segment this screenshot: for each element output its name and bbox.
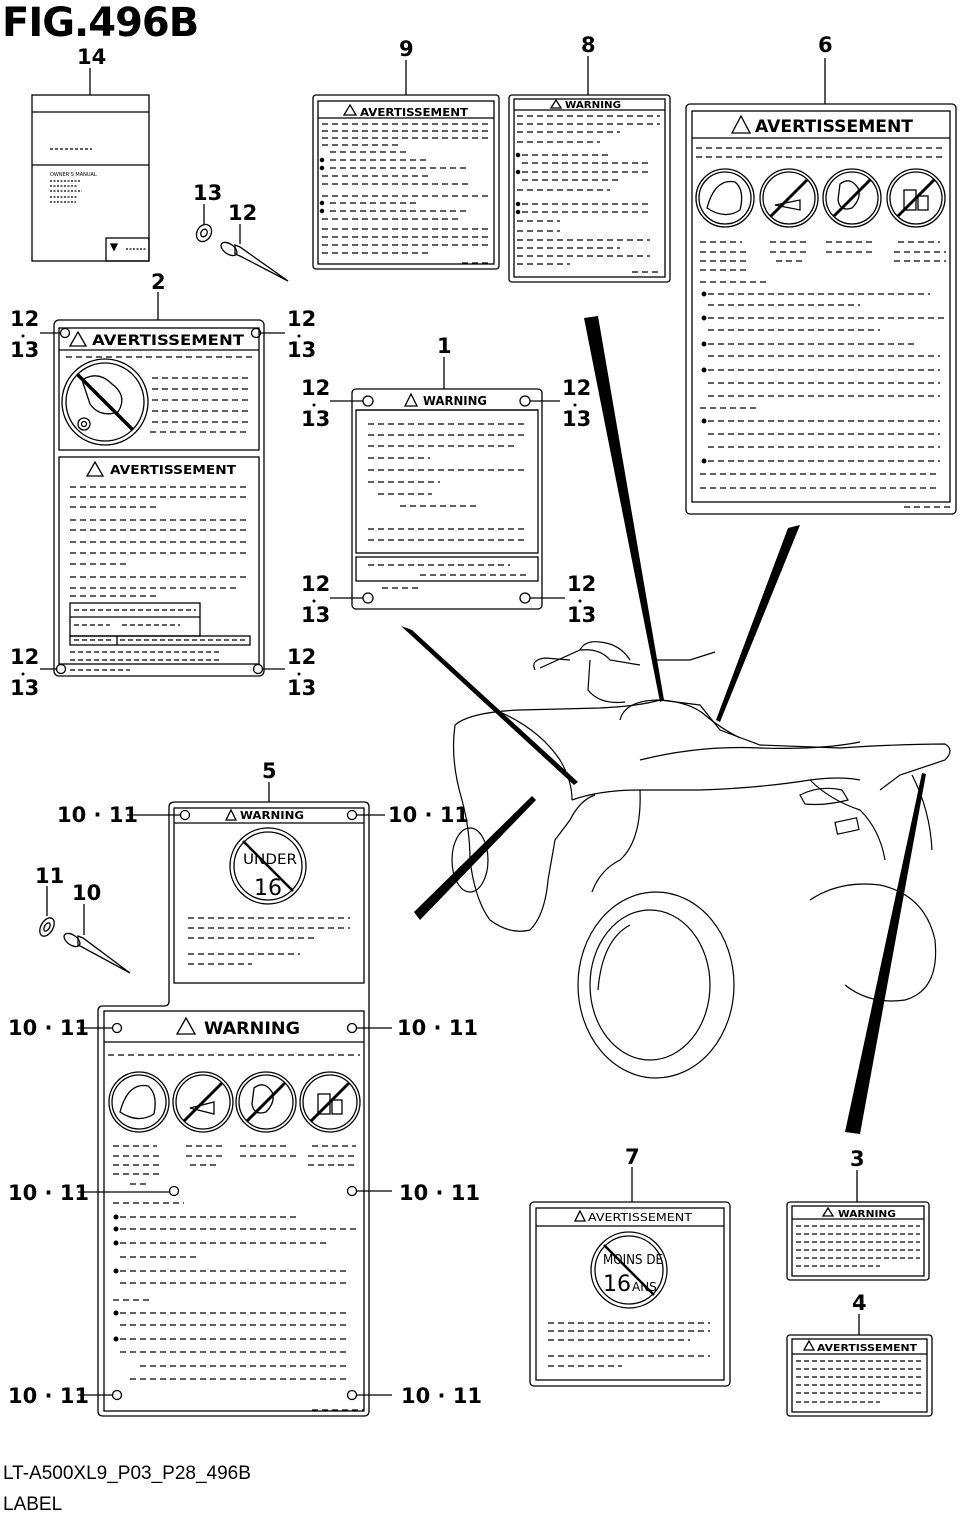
callout-13-b: 13	[287, 338, 316, 362]
label-4-heading: AVERTISSEMENT	[817, 1343, 917, 1354]
callout-12-b: 12	[287, 307, 316, 331]
callout-12-f: 12	[562, 376, 591, 400]
callout-8: 8	[581, 33, 596, 57]
callout-5: 5	[262, 759, 277, 783]
under-text: UNDER	[243, 852, 297, 868]
figure-title: FIG.496B	[2, 0, 199, 46]
callout-13-a: 13	[10, 338, 39, 362]
callout-13-c: 13	[10, 676, 39, 700]
callout-11: 11	[35, 864, 64, 888]
callout-12-h: 12	[567, 572, 596, 596]
callouts: 14 13 12 9 8 6 2 1 5 11 10 7 3 4 12 13 1…	[8, 33, 867, 1408]
callout-13-e: 13	[301, 407, 330, 431]
callout-12-g: 12	[301, 572, 330, 596]
ans-text: ANS	[632, 1280, 657, 1294]
callout-13-d: 13	[287, 676, 316, 700]
moins-de-text: MOINS DE	[603, 1253, 663, 1268]
callout-6: 6	[818, 33, 833, 57]
label-5	[78, 782, 392, 1417]
label-4	[786, 1314, 933, 1417]
callout-separator-dots	[21, 334, 582, 676]
callout-10: 10	[72, 881, 101, 905]
rivet-and-washer-12-13	[195, 204, 289, 282]
label-7-heading: AVERTISSEMENT	[588, 1211, 692, 1224]
callout-13-f: 13	[562, 407, 591, 431]
callout-1: 1	[437, 334, 452, 358]
callout-4: 4	[852, 1291, 867, 1315]
callout-10-11-d: 10 · 11	[397, 1016, 478, 1040]
callout-9: 9	[399, 37, 414, 61]
callout-13-g: 13	[301, 603, 330, 627]
atv-outline	[451, 641, 951, 1079]
owners-manual-text: OWNER'S MANUAL	[50, 172, 97, 178]
label-9-heading: AVERTISSEMENT	[360, 106, 469, 119]
callout-10-11-f: 10 · 11	[399, 1181, 480, 1205]
callout-10-11-h: 10 · 11	[401, 1384, 482, 1408]
callout-2: 2	[151, 270, 166, 294]
label-5-top-heading: WARNING	[240, 809, 304, 822]
callout-3: 3	[850, 1147, 865, 1171]
rivet-and-washer-10-11	[39, 886, 131, 974]
owners-manual-part-14	[31, 68, 150, 262]
pointer-wedges	[401, 316, 926, 1134]
label-2-top-heading: AVERTISSEMENT	[92, 333, 245, 349]
label-7	[529, 1167, 731, 1387]
label-8	[508, 56, 671, 283]
label-6	[685, 58, 957, 515]
callout-12-a: 12	[10, 307, 39, 331]
sixteen-ans-text: 16	[603, 1272, 631, 1297]
label-3-heading: WARNING	[838, 1209, 896, 1220]
label-headings: AVERTISSEMENT WARNING AVERTISSEMENT AVER…	[50, 100, 917, 1354]
label-2-bottom-heading: AVERTISSEMENT	[110, 463, 237, 477]
callout-10-11-e: 10 · 11	[8, 1181, 89, 1205]
callout-13-h: 13	[567, 603, 596, 627]
figure-name: LABEL	[3, 1494, 63, 1515]
callout-7: 7	[625, 1145, 640, 1169]
label-8-heading: WARNING	[565, 100, 621, 111]
callout-12-c: 12	[10, 645, 39, 669]
label-9	[312, 60, 500, 270]
label-6-heading: AVERTISSEMENT	[755, 117, 913, 137]
callout-10-11-b: 10 · 11	[388, 803, 469, 827]
label-5-bottom-heading: WARNING	[204, 1019, 300, 1039]
callout-12-d: 12	[287, 645, 316, 669]
label-1	[330, 357, 565, 610]
label-2	[40, 292, 285, 677]
label-3	[786, 1170, 930, 1281]
callout-13-top: 13	[193, 181, 222, 205]
callout-14: 14	[77, 45, 106, 69]
callout-12-e: 12	[301, 376, 330, 400]
callout-10-11-c: 10 · 11	[8, 1016, 89, 1040]
callout-12-top: 12	[228, 201, 257, 225]
label-1-heading: WARNING	[423, 394, 487, 408]
figure-code: LT-A500XL9_P03_P28_496B	[3, 1463, 251, 1484]
callout-10-11-g: 10 · 11	[8, 1384, 89, 1408]
sixteen-text: 16	[254, 876, 282, 901]
callout-10-11-a: 10 · 11	[57, 803, 138, 827]
